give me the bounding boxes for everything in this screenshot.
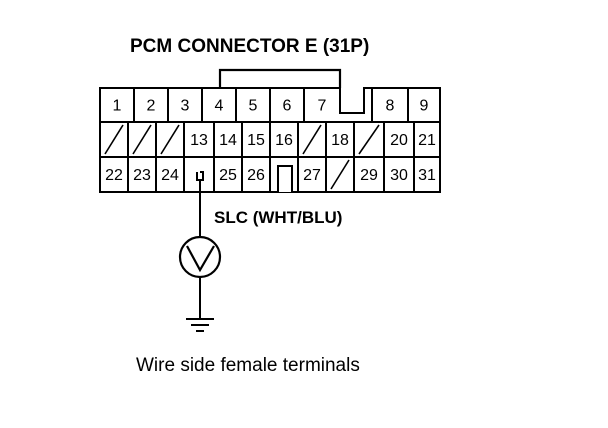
unused-terminal-mark bbox=[302, 124, 322, 155]
voltmeter-icon bbox=[178, 235, 222, 279]
terminal-31: 31 bbox=[418, 167, 436, 184]
terminal-13: 13 bbox=[190, 132, 208, 149]
wire-label: SLC (WHT/BLU) bbox=[214, 208, 342, 227]
terminal-4: 4 bbox=[215, 98, 224, 115]
terminal-23: 23 bbox=[133, 167, 151, 184]
terminal-21: 21 bbox=[418, 132, 436, 149]
terminal-14: 14 bbox=[219, 132, 237, 149]
terminal-3: 3 bbox=[181, 98, 190, 115]
terminal-9: 9 bbox=[420, 98, 429, 115]
unused-terminal-mark bbox=[358, 124, 380, 155]
terminal-24: 24 bbox=[161, 167, 179, 184]
terminal-25: 25 bbox=[219, 167, 237, 184]
terminal-15: 15 bbox=[247, 132, 265, 149]
terminal-30: 30 bbox=[390, 167, 408, 184]
terminal-22: 22 bbox=[105, 167, 123, 184]
unused-terminal-mark bbox=[330, 159, 350, 190]
terminal-16: 16 bbox=[275, 132, 293, 149]
terminal-26: 26 bbox=[247, 167, 265, 184]
terminal-7: 7 bbox=[318, 98, 327, 115]
terminal-1: 1 bbox=[113, 98, 122, 115]
terminal-18: 18 bbox=[331, 132, 349, 149]
diagram-title: PCM CONNECTOR E (31P) bbox=[130, 36, 369, 57]
terminal-8: 8 bbox=[386, 98, 395, 115]
unused-terminal-mark bbox=[132, 124, 152, 155]
ground-icon bbox=[186, 318, 214, 332]
connector-body bbox=[99, 68, 441, 193]
terminal-6: 6 bbox=[283, 98, 292, 115]
caption: Wire side female terminals bbox=[136, 355, 360, 376]
unused-terminal-mark bbox=[104, 124, 124, 155]
terminal-20: 20 bbox=[390, 132, 408, 149]
terminal-2: 2 bbox=[147, 98, 156, 115]
unused-terminal-mark bbox=[160, 124, 180, 155]
terminal-29: 29 bbox=[360, 167, 378, 184]
probe-lead bbox=[196, 171, 204, 318]
terminal-27: 27 bbox=[303, 167, 321, 184]
terminal-5: 5 bbox=[249, 98, 258, 115]
